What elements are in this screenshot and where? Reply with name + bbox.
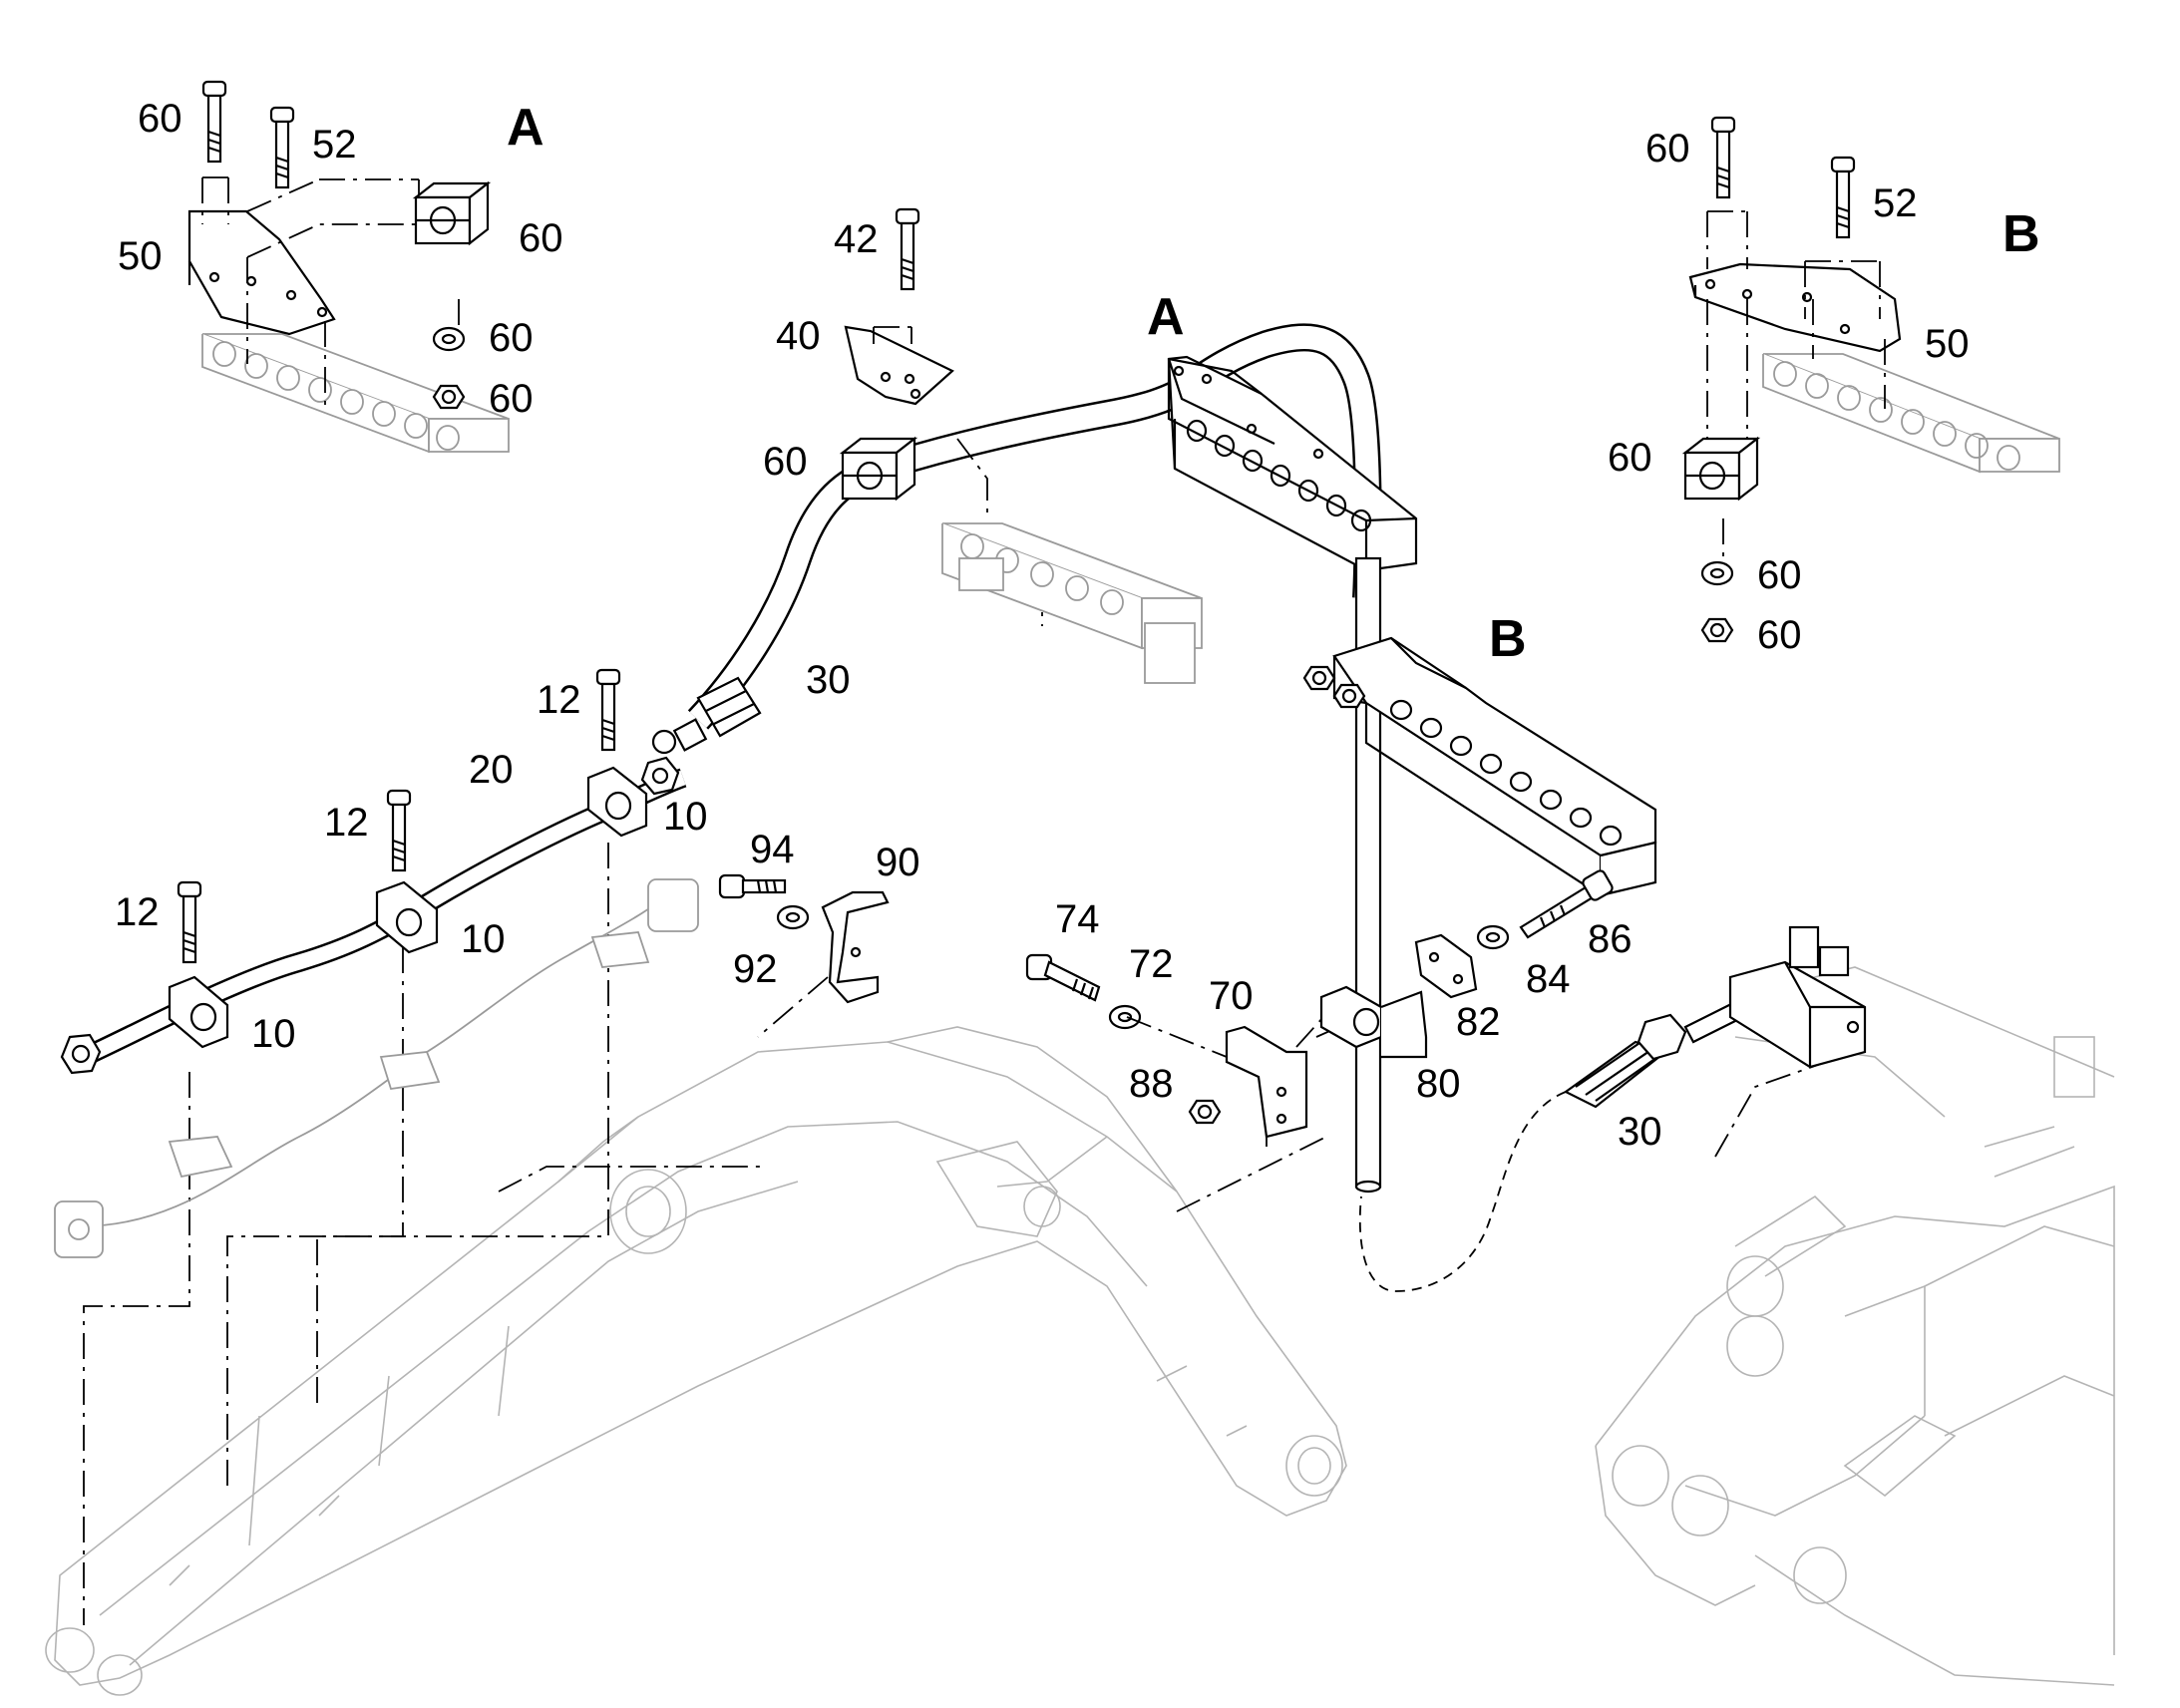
detail-a-clamp-icon	[414, 181, 490, 245]
callout-20: 20	[469, 748, 514, 792]
main-section-a: A	[1147, 288, 1185, 346]
callout-12-b: 12	[324, 801, 369, 845]
detail-b-washer-icon	[1700, 560, 1734, 586]
callout-88: 88	[1129, 1062, 1174, 1106]
detail-b-ghost-bar	[1762, 353, 2060, 474]
callout-30-fitting: 30	[1618, 1110, 1662, 1154]
callout-a-60-clamp: 60	[519, 216, 563, 260]
detail-b-bolt-52-icon	[1830, 156, 1856, 239]
callout-72: 72	[1129, 942, 1174, 986]
detail-a-label: A	[507, 99, 545, 157]
callout-a-60-bolt: 60	[138, 97, 182, 141]
main-b-nut-icon-b	[1332, 683, 1366, 709]
upper-frame-structure	[1595, 966, 2115, 1686]
detail-a-washer-icon	[432, 326, 466, 352]
clamp-10-a	[168, 975, 229, 1049]
detail-b-nut-icon	[1700, 617, 1734, 643]
bolt-86	[1519, 869, 1614, 939]
bracket-40	[844, 325, 988, 518]
bolt-94	[718, 873, 787, 899]
callout-42: 42	[834, 217, 879, 261]
callout-10-c: 10	[251, 1012, 296, 1056]
main-clamp-bar-a	[1167, 355, 1418, 572]
detail-a-plate	[187, 209, 336, 336]
detail-a-bolt-60-icon	[201, 80, 227, 164]
ghost-lower-pipe	[54, 878, 699, 1258]
pipe-20-assembly	[60, 668, 687, 1075]
callout-90: 90	[876, 841, 920, 884]
callout-60-main: 60	[763, 440, 808, 484]
main-b-nut-icon-a	[1302, 665, 1336, 691]
boom-structure	[45, 1026, 1347, 1696]
callout-10-a: 10	[663, 795, 708, 839]
detail-b-bolt-60-icon	[1710, 116, 1736, 199]
detail-b-label: B	[2002, 205, 2040, 263]
nut-88-icon	[1188, 1099, 1222, 1125]
callout-10-b: 10	[461, 917, 506, 961]
callout-b-52: 52	[1873, 181, 1918, 225]
detail-a-bolt-52-icon	[269, 106, 295, 189]
callout-84: 84	[1526, 957, 1571, 1001]
bracket-70	[1225, 1025, 1308, 1139]
bolt-12-a-icon	[177, 880, 202, 964]
bracket-70-parts	[1025, 953, 1308, 1139]
callout-b-60-nut: 60	[1757, 613, 1802, 657]
callout-a-60-nut: 60	[489, 377, 534, 421]
detail-a-nut-icon	[432, 384, 466, 410]
main-bolt-42-icon	[895, 207, 920, 291]
bracket-90	[821, 890, 890, 1004]
bolt-74	[1025, 953, 1101, 1002]
callout-70: 70	[1209, 974, 1254, 1018]
clamp-10-b	[375, 880, 439, 954]
detail-a-ghost-bar	[201, 333, 510, 454]
detail-a: A 60 52 50 60 60 60	[118, 80, 563, 454]
detail-b: B 60 52 50 60 60 60	[1608, 116, 2060, 657]
valve-block	[1728, 925, 1867, 1069]
hose-fitting-left	[651, 676, 762, 755]
callout-b-60-bolt: 60	[1645, 127, 1690, 171]
callout-b-60-clamp: 60	[1608, 436, 1652, 480]
callout-a-60-washer: 60	[489, 316, 534, 360]
clamp-80-parts	[1319, 869, 1614, 1059]
washer-84-icon	[1476, 924, 1510, 950]
clamp-80	[1319, 985, 1428, 1059]
callout-a-52: 52	[312, 123, 357, 167]
main-clamp-bar-b	[1302, 636, 1657, 898]
detail-b-clamp-icon	[1683, 437, 1759, 501]
main-clamp-60-icon	[841, 437, 916, 501]
callout-30-hose: 30	[806, 658, 851, 702]
callout-b-60-washer: 60	[1757, 553, 1802, 597]
pipe-end-nut-right	[640, 756, 680, 796]
callout-b-50: 50	[1925, 322, 1970, 366]
callout-74: 74	[1055, 897, 1100, 941]
detail-b-dash-lines	[1706, 210, 1886, 558]
bracket-90-parts	[718, 873, 890, 1004]
main-section-b: B	[1489, 610, 1527, 668]
main-ghost-clamp-bar	[941, 522, 1203, 684]
callout-80: 80	[1416, 1062, 1461, 1106]
plate-82	[1414, 933, 1478, 999]
clamp-10-c	[586, 766, 648, 838]
bolt-12-c-icon	[595, 668, 621, 752]
callout-12-a: 12	[537, 678, 581, 722]
bolt-12-b-icon	[386, 789, 412, 872]
pipe-end-nut-left	[60, 1033, 102, 1075]
washer-72-icon	[1108, 1004, 1142, 1030]
fitting-30-assembly	[1358, 925, 1867, 1292]
callout-a-50: 50	[118, 234, 163, 278]
detail-b-plate	[1688, 262, 1902, 353]
callout-94: 94	[750, 828, 795, 871]
callout-12-c: 12	[115, 890, 160, 934]
callout-40: 40	[776, 314, 821, 358]
washer-92-icon	[776, 904, 810, 930]
callout-86: 86	[1588, 917, 1633, 961]
callout-92: 92	[733, 947, 778, 991]
callout-82: 82	[1456, 1000, 1501, 1044]
